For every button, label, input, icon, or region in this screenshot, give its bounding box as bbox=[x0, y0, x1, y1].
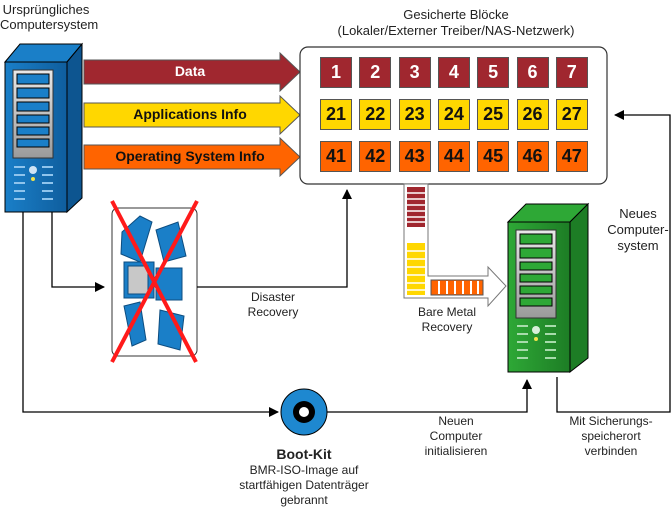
storage-block-44: 44 bbox=[437, 141, 470, 172]
source-label-line1: Ursprüngliches bbox=[2, 2, 90, 17]
bootkit-line2: startfähigen Datenträger bbox=[239, 478, 369, 492]
storage-block-1: 1 bbox=[320, 57, 352, 88]
storage-block-27: 27 bbox=[555, 99, 588, 130]
storage-block-2: 2 bbox=[359, 57, 392, 88]
storage-block-26: 26 bbox=[516, 99, 549, 130]
line-disaster-to-storage bbox=[197, 189, 352, 288]
init-line3: initialisieren bbox=[424, 444, 488, 458]
connect-storage-label: Mit Sicherungs- speicherort verbinden bbox=[564, 414, 658, 459]
storage-block-3: 3 bbox=[398, 57, 431, 88]
init-line1: Neuen bbox=[438, 414, 474, 428]
connect-line2: speicherort bbox=[581, 429, 641, 443]
line-bootkit-to-new-server bbox=[327, 379, 532, 413]
bootkit-line3: gebrannt bbox=[280, 493, 328, 507]
new-server-icon bbox=[506, 202, 590, 374]
storage-block-42: 42 bbox=[359, 141, 392, 172]
disaster-recovery-label: Disaster Recovery bbox=[240, 290, 306, 320]
bootkit-title: Boot-Kit bbox=[276, 446, 332, 462]
disaster-line2: Recovery bbox=[247, 305, 299, 319]
bootkit-disc-icon bbox=[280, 388, 328, 436]
storage-block-21: 21 bbox=[320, 99, 352, 130]
line-new-server-to-storage bbox=[556, 110, 671, 413]
new-system-line1: Neues bbox=[619, 206, 657, 221]
bmr-arrow bbox=[403, 183, 507, 308]
storage-block-22: 22 bbox=[359, 99, 392, 130]
applications-arrow-label: Applications Info bbox=[133, 106, 247, 122]
bmr-line1: Bare Metal bbox=[417, 305, 477, 319]
storage-block-47: 47 bbox=[555, 141, 588, 172]
os-arrow-label: Operating System Info bbox=[115, 148, 265, 164]
storage-block-41: 41 bbox=[320, 141, 352, 172]
line-to-bootkit bbox=[22, 212, 279, 417]
new-system-line3: system bbox=[617, 238, 659, 253]
storage-block-5: 5 bbox=[477, 57, 510, 88]
disaster-line1: Disaster bbox=[250, 290, 295, 304]
line-to-disaster bbox=[51, 212, 105, 292]
connect-line3: verbinden bbox=[584, 444, 638, 458]
bootkit-line1: BMR-ISO-Image auf bbox=[249, 463, 359, 477]
init-line2: Computer bbox=[429, 429, 483, 443]
source-system-label: Ursprüngliches Computersystem bbox=[0, 2, 99, 32]
original-server-icon bbox=[3, 42, 84, 214]
os-arrow bbox=[83, 136, 301, 178]
connect-line1: Mit Sicherungs- bbox=[569, 414, 653, 428]
storage-block-45: 45 bbox=[477, 141, 510, 172]
storage-title-line1: Gesicherte Blöcke bbox=[403, 7, 509, 22]
storage-block-6: 6 bbox=[516, 57, 549, 88]
storage-block-24: 24 bbox=[437, 99, 470, 130]
storage-subtitle: (Lokaler/Externer Treiber/NAS-Netzwerk) bbox=[337, 23, 575, 38]
applications-arrow bbox=[83, 94, 301, 136]
cross-icon bbox=[110, 200, 199, 363]
storage-block-23: 23 bbox=[398, 99, 431, 130]
storage-block-46: 46 bbox=[516, 141, 549, 172]
new-system-line2: Computer- bbox=[607, 222, 669, 237]
source-label-line2: Computersystem bbox=[0, 17, 99, 32]
bootkit-label: Boot-Kit BMR-ISO-Image auf startfähigen … bbox=[234, 446, 374, 508]
new-system-label: Neues Computer- system bbox=[604, 206, 672, 254]
storage-title: Gesicherte Blöcke (Lokaler/Externer Trei… bbox=[300, 7, 612, 39]
storage-block-7: 7 bbox=[555, 57, 588, 88]
storage-block-25: 25 bbox=[477, 99, 510, 130]
bmr-line2: Recovery bbox=[421, 320, 473, 334]
init-computer-label: Neuen Computer initialisieren bbox=[418, 414, 494, 459]
storage-block-4: 4 bbox=[437, 57, 470, 88]
data-arrow-label: Data bbox=[174, 63, 206, 79]
storage-block-43: 43 bbox=[398, 141, 431, 172]
broken-server-icon bbox=[120, 215, 187, 351]
data-arrow bbox=[83, 51, 301, 93]
bare-metal-recovery-label: Bare Metal Recovery bbox=[412, 305, 482, 335]
